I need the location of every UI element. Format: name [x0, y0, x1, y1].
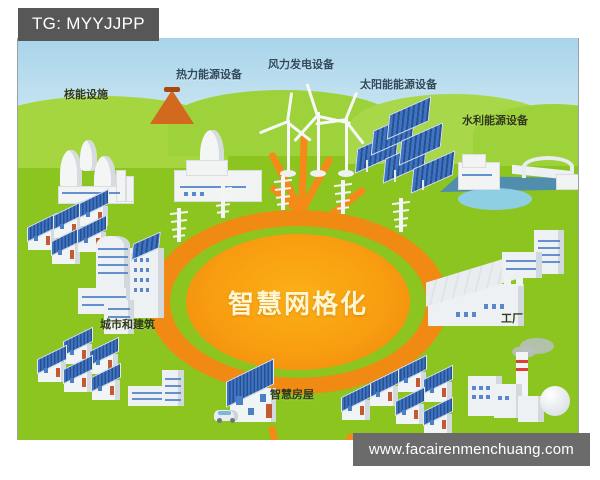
low-rise-block — [128, 368, 192, 412]
electric-car — [214, 410, 238, 423]
hill-4 — [473, 104, 578, 166]
label-hydro: 水利能源设备 — [462, 115, 528, 127]
wind-turbine-3 — [315, 91, 370, 178]
transmission-tower-5 — [391, 198, 411, 232]
transmission-tower-2 — [213, 184, 233, 218]
spherical-tank — [540, 386, 570, 416]
smart-grid-illustration: 智慧网格化 核能设施 热力能源设备 — [18, 38, 578, 440]
smart-house — [218, 358, 288, 428]
hydro-facility — [458, 142, 578, 202]
office-block — [502, 230, 574, 286]
refinery-plant — [458, 338, 578, 430]
grid-core — [186, 234, 410, 370]
transmission-tower-3 — [273, 176, 293, 210]
transmission-tower-4 — [333, 180, 353, 214]
label-factory: 工厂 — [501, 313, 523, 325]
reservoir-pond — [458, 188, 532, 210]
solar-house-cluster-bottom-left — [32, 326, 142, 400]
center-title: 智慧网格化 — [227, 288, 368, 319]
label-smart-house: 智慧房屋 — [270, 389, 314, 401]
label-wind: 风力发电设备 — [268, 59, 334, 71]
label-thermal: 热力能源设备 — [176, 69, 242, 81]
solar-house-cluster-bottom-right — [336, 354, 456, 434]
label-nuclear: 核能设施 — [64, 89, 108, 101]
label-solar: 太阳能能源设备 — [360, 79, 437, 91]
tg-badge: TG: MYYJJPP — [18, 8, 159, 41]
label-city: 城市和建筑 — [100, 319, 155, 331]
transmission-tower-1 — [169, 208, 189, 242]
watermark-url: www.facairenmenchuang.com — [352, 433, 590, 466]
city-buildings — [74, 226, 214, 348]
wind-turbine-1 — [258, 92, 312, 178]
wind-turbine-2 — [293, 83, 351, 178]
solar-farm — [354, 96, 462, 194]
